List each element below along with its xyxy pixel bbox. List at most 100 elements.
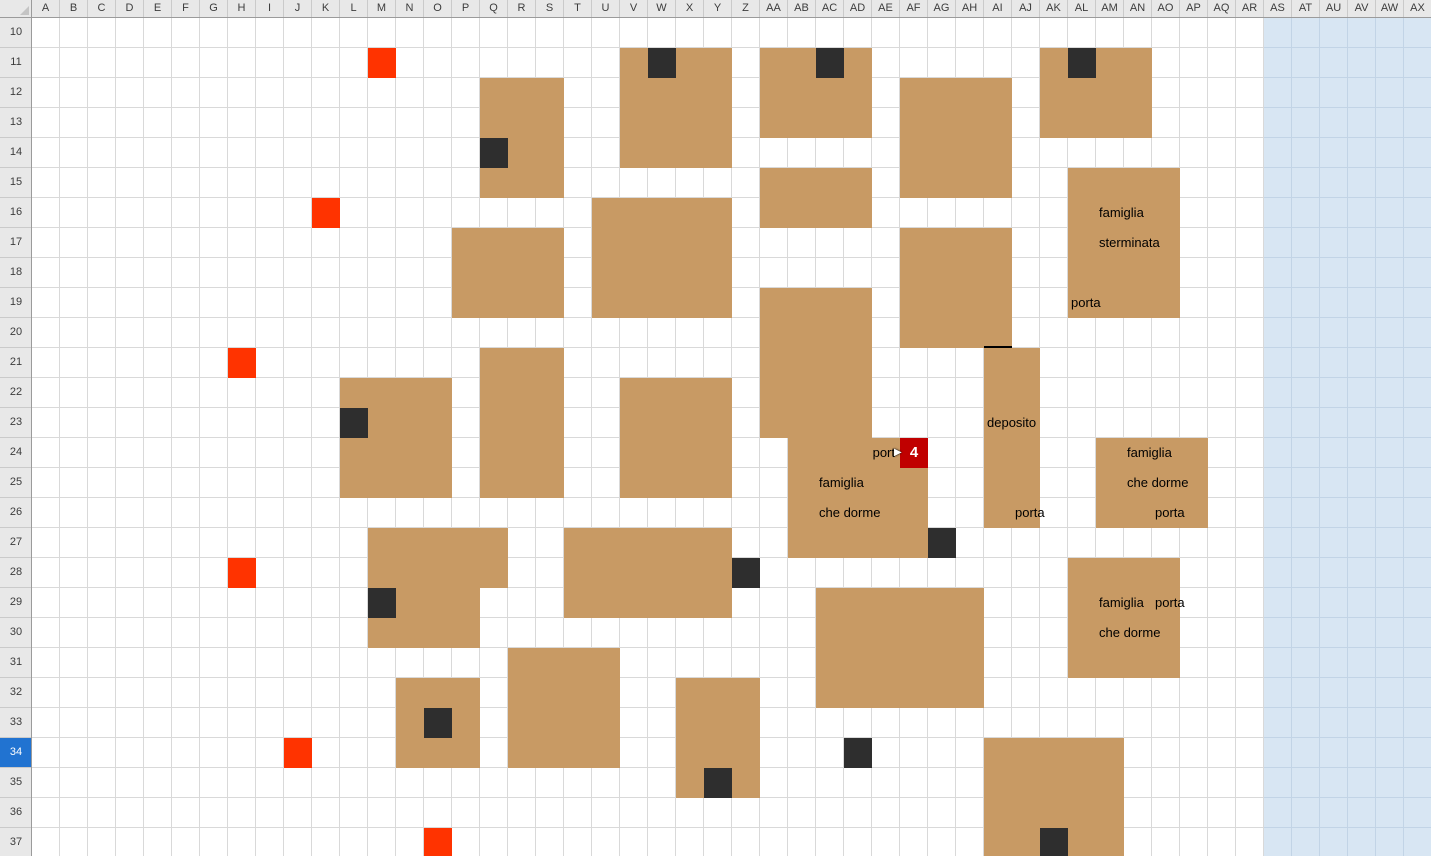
building-block-AK11[interactable]	[1040, 48, 1152, 138]
building-block-AC29[interactable]	[816, 588, 984, 708]
column-header-C[interactable]: C	[88, 0, 116, 17]
column-header-Z[interactable]: Z	[732, 0, 760, 17]
red-cell-M11[interactable]	[368, 48, 396, 78]
column-header-P[interactable]: P	[452, 0, 480, 17]
column-header-AG[interactable]: AG	[928, 0, 956, 17]
column-header-Q[interactable]: Q	[480, 0, 508, 17]
row-header-14[interactable]: 14	[0, 138, 31, 168]
column-header-AS[interactable]: AS	[1264, 0, 1292, 17]
column-header-M[interactable]: M	[368, 0, 396, 17]
column-header-AW[interactable]: AW	[1376, 0, 1404, 17]
red-cell-O37[interactable]	[424, 828, 452, 856]
dark-cell-Z28[interactable]	[732, 558, 760, 588]
column-header-AM[interactable]: AM	[1096, 0, 1124, 17]
column-header-AC[interactable]: AC	[816, 0, 844, 17]
dark-cell-Y35[interactable]	[704, 768, 732, 798]
column-header-AF[interactable]: AF	[900, 0, 928, 17]
column-header-W[interactable]: W	[648, 0, 676, 17]
column-header-D[interactable]: D	[116, 0, 144, 17]
building-block-L22[interactable]	[340, 378, 452, 498]
row-header-22[interactable]: 22	[0, 378, 31, 408]
column-header-AT[interactable]: AT	[1292, 0, 1320, 17]
building-block-P17[interactable]	[452, 228, 564, 318]
dark-cell-L23[interactable]	[340, 408, 368, 438]
column-header-AK[interactable]: AK	[1040, 0, 1068, 17]
building-block-AI21[interactable]	[984, 348, 1040, 528]
row-header-35[interactable]: 35	[0, 768, 31, 798]
row-header-18[interactable]: 18	[0, 258, 31, 288]
row-header-24[interactable]: 24	[0, 438, 31, 468]
building-block-AF12[interactable]	[900, 78, 1012, 198]
column-header-O[interactable]: O	[424, 0, 452, 17]
column-header-R[interactable]: R	[508, 0, 536, 17]
building-block-U16[interactable]	[592, 198, 732, 318]
column-header-J[interactable]: J	[284, 0, 312, 17]
building-block-AF17[interactable]	[900, 228, 1012, 348]
row-header-31[interactable]: 31	[0, 648, 31, 678]
column-header-AP[interactable]: AP	[1180, 0, 1208, 17]
dark-cell-AL11[interactable]	[1068, 48, 1096, 78]
row-header-12[interactable]: 12	[0, 78, 31, 108]
row-header-34[interactable]: 34	[0, 738, 31, 768]
column-header-V[interactable]: V	[620, 0, 648, 17]
row-header-19[interactable]: 19	[0, 288, 31, 318]
column-header-AV[interactable]: AV	[1348, 0, 1376, 17]
row-header-16[interactable]: 16	[0, 198, 31, 228]
row-header-36[interactable]: 36	[0, 798, 31, 828]
row-header-32[interactable]: 32	[0, 678, 31, 708]
row-header-33[interactable]: 33	[0, 708, 31, 738]
column-header-AJ[interactable]: AJ	[1012, 0, 1040, 17]
column-header-AQ[interactable]: AQ	[1208, 0, 1236, 17]
row-header-15[interactable]: 15	[0, 168, 31, 198]
row-header-10[interactable]: 10	[0, 18, 31, 48]
column-header-N[interactable]: N	[396, 0, 424, 17]
column-header-AX[interactable]: AX	[1404, 0, 1431, 17]
row-header-20[interactable]: 20	[0, 318, 31, 348]
column-header-T[interactable]: T	[564, 0, 592, 17]
column-header-U[interactable]: U	[592, 0, 620, 17]
building-block-AA19[interactable]	[760, 288, 872, 438]
selected-cell-AF24[interactable]: 4	[900, 438, 928, 468]
building-block-AL15[interactable]	[1068, 168, 1180, 318]
column-header-A[interactable]: A	[32, 0, 60, 17]
column-header-AO[interactable]: AO	[1152, 0, 1180, 17]
column-header-AB[interactable]: AB	[788, 0, 816, 17]
column-header-AN[interactable]: AN	[1124, 0, 1152, 17]
row-header-13[interactable]: 13	[0, 108, 31, 138]
column-header-AR[interactable]: AR	[1236, 0, 1264, 17]
building-block-T27[interactable]	[564, 528, 732, 618]
building-block-AM24[interactable]	[1096, 438, 1208, 528]
red-cell-K16[interactable]	[312, 198, 340, 228]
column-header-AU[interactable]: AU	[1320, 0, 1348, 17]
building-block-V22[interactable]	[620, 378, 732, 498]
row-header-29[interactable]: 29	[0, 588, 31, 618]
column-header-AL[interactable]: AL	[1068, 0, 1096, 17]
column-header-X[interactable]: X	[676, 0, 704, 17]
column-header-S[interactable]: S	[536, 0, 564, 17]
red-cell-J34[interactable]	[284, 738, 312, 768]
building-block-V11[interactable]	[620, 48, 732, 168]
red-cell-H21[interactable]	[228, 348, 256, 378]
dark-cell-W11[interactable]	[648, 48, 676, 78]
column-header-F[interactable]: F	[172, 0, 200, 17]
column-header-AE[interactable]: AE	[872, 0, 900, 17]
row-header-26[interactable]: 26	[0, 498, 31, 528]
building-block-AA15[interactable]	[760, 168, 872, 228]
column-header-AH[interactable]: AH	[956, 0, 984, 17]
row-header-37[interactable]: 37	[0, 828, 31, 856]
column-header-H[interactable]: H	[228, 0, 256, 17]
row-header-21[interactable]: 21	[0, 348, 31, 378]
dark-cell-AG27[interactable]	[928, 528, 956, 558]
dark-cell-AC11[interactable]	[816, 48, 844, 78]
column-header-I[interactable]: I	[256, 0, 284, 17]
dark-cell-AD34[interactable]	[844, 738, 872, 768]
column-header-AD[interactable]: AD	[844, 0, 872, 17]
row-header-27[interactable]: 27	[0, 528, 31, 558]
column-header-AA[interactable]: AA	[760, 0, 788, 17]
column-header-Y[interactable]: Y	[704, 0, 732, 17]
select-all-corner[interactable]	[0, 0, 32, 18]
building-block-AL28[interactable]	[1068, 558, 1180, 678]
dark-cell-Q14[interactable]	[480, 138, 508, 168]
column-header-B[interactable]: B	[60, 0, 88, 17]
dark-cell-M29[interactable]	[368, 588, 396, 618]
